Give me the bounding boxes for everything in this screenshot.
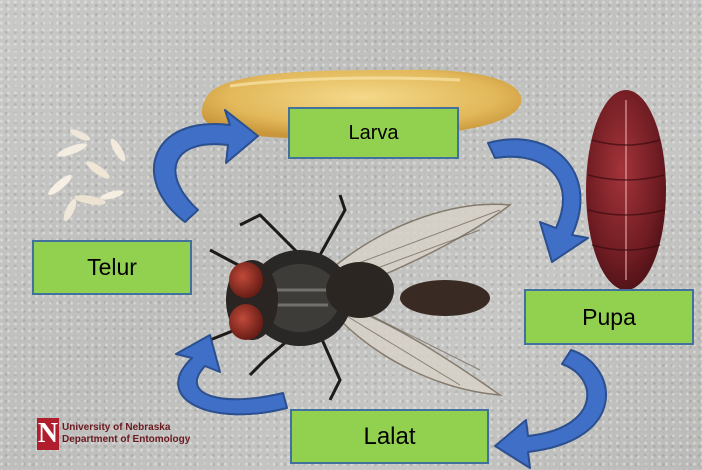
stage-label-lalat: Lalat [290,409,489,464]
stage-label-telur: Telur [32,240,192,295]
arrow-pupa-to-lalat-icon [495,350,606,468]
stage-label-larva: Larva [288,107,459,159]
watermark-line-2: Department of Entomology [62,434,190,446]
university-logo-icon: N [37,418,59,450]
adult-fly-image [210,195,510,400]
watermark-text: University of Nebraska Department of Ent… [62,422,190,446]
watermark-line-1: University of Nebraska [62,422,190,434]
arrow-lalat-to-telur-icon [176,335,287,414]
stage-label-pupa: Pupa [524,289,694,345]
arrow-telur-to-larva-icon [154,110,258,222]
pupa-image [586,90,666,290]
eggs-image [46,127,128,222]
arrow-larva-to-pupa-icon [488,139,588,262]
university-watermark: N University of Nebraska Department of E… [37,418,190,450]
